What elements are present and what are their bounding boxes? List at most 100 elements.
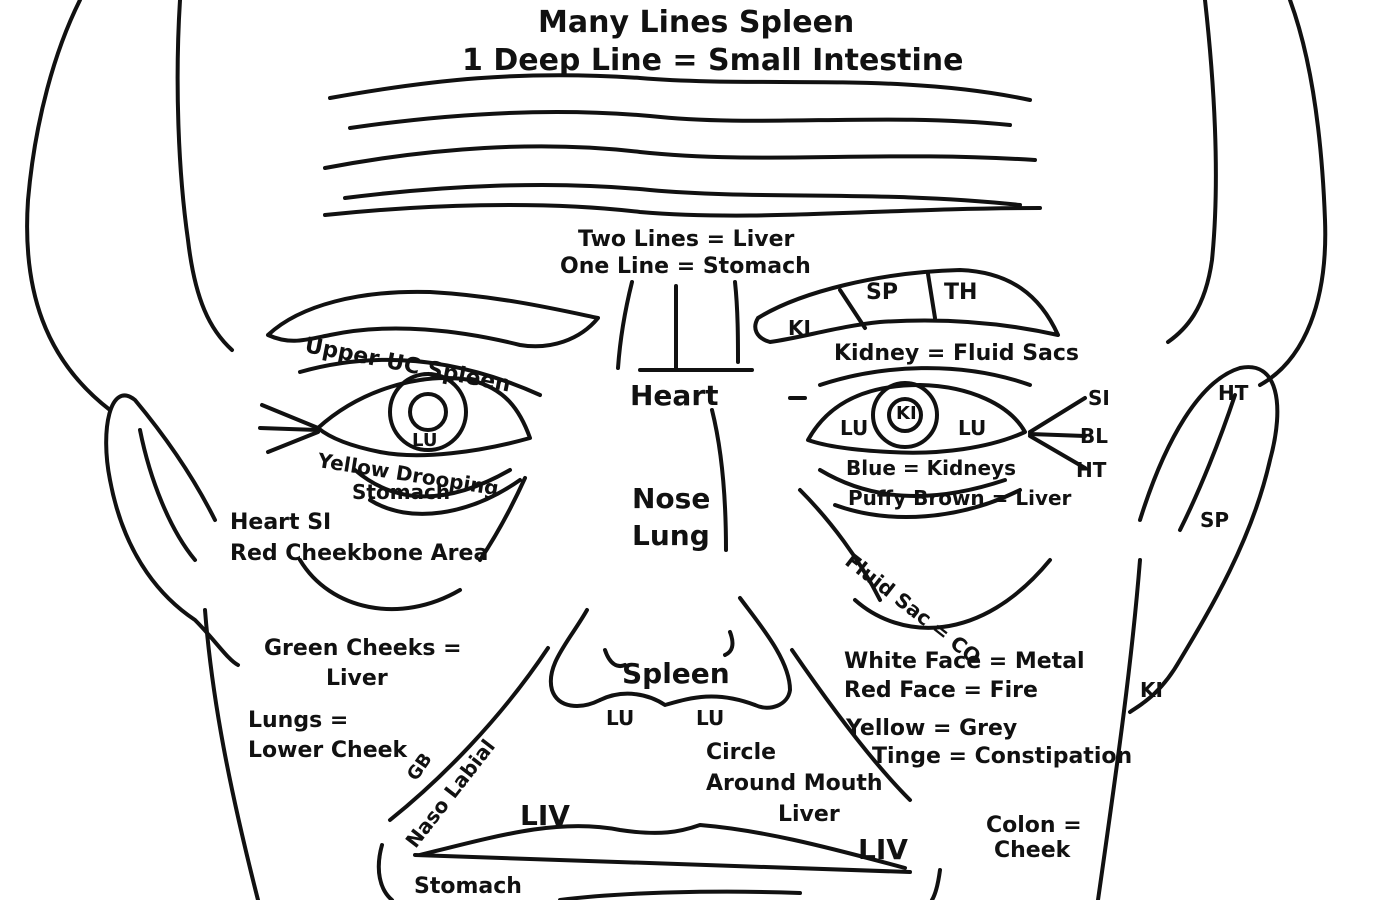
spleen-label: Spleen bbox=[622, 657, 730, 690]
nostril-right bbox=[723, 630, 735, 657]
nose-bridge bbox=[710, 408, 728, 552]
right-pupil bbox=[887, 397, 923, 433]
mouth-liv-right-label: LIV bbox=[858, 833, 908, 866]
right-eye-ray-3 bbox=[1028, 434, 1087, 470]
left-upper-lid-line bbox=[298, 357, 542, 397]
upper-lip bbox=[418, 823, 907, 870]
top-label-line1: Many Lines Spleen bbox=[538, 5, 855, 40]
chin-left bbox=[376, 843, 394, 900]
naso-labial-left bbox=[388, 646, 550, 822]
right-under-eye-2 bbox=[833, 488, 1022, 519]
side-si-label: SI bbox=[1088, 386, 1110, 410]
left-cheek-lungs-line1: Lungs = bbox=[248, 708, 349, 733]
left-eye-lu-label: LU bbox=[412, 430, 438, 451]
mouth-circle-line3: Liver bbox=[778, 802, 840, 827]
left-eye-ray-1 bbox=[260, 403, 320, 430]
glabella-line-left bbox=[616, 280, 634, 370]
right-eye-lu-left-label: LU bbox=[840, 416, 869, 440]
naso-labial-right bbox=[790, 648, 912, 802]
top-label-line2: 1 Deep Line = Small Intestine bbox=[462, 43, 964, 78]
right-cheek-line bbox=[798, 488, 882, 602]
jaw-right bbox=[1096, 558, 1142, 900]
left-eye-ray-2 bbox=[258, 426, 320, 432]
brow-ki-label: KI bbox=[788, 316, 811, 340]
ear-ki-label: KI bbox=[1140, 678, 1163, 702]
right-eyebrow-divider-2 bbox=[926, 272, 937, 320]
right-cheek-red-label: Red Face = Fire bbox=[844, 678, 1038, 703]
brow-label-line2: One Line = Stomach bbox=[560, 254, 811, 279]
nose-label: Nose bbox=[632, 482, 711, 515]
right-iris bbox=[871, 381, 939, 449]
brow-kidney-label: Kidney = Fluid Sacs bbox=[834, 341, 1080, 366]
right-cheek-tinge-label: Tinge = Constipation bbox=[872, 744, 1133, 769]
mouth-circle-line1: Circle bbox=[706, 740, 777, 765]
right-ear bbox=[1128, 365, 1280, 714]
jaw-left bbox=[203, 608, 260, 900]
right-eye-ray-2 bbox=[1028, 432, 1087, 438]
nose-right bbox=[738, 596, 792, 710]
left-ear-inner bbox=[138, 428, 197, 562]
right-eyebrow bbox=[753, 268, 1060, 344]
left-under-eye-2 bbox=[368, 478, 522, 516]
nostril-lu-left-label: LU bbox=[606, 706, 635, 730]
brow-th-label: TH bbox=[944, 280, 978, 305]
forehead-line-4 bbox=[343, 182, 1022, 207]
right-cheek-white-label: White Face = Metal bbox=[844, 649, 1085, 674]
left-cheek-arc bbox=[298, 558, 462, 611]
left-cheek-green-line1: Green Cheeks = bbox=[264, 636, 462, 661]
right-ear-inner bbox=[1178, 393, 1237, 532]
left-cheek-lungs-line2: Lower Cheek bbox=[248, 738, 408, 763]
left-ear bbox=[104, 393, 240, 667]
temple-left bbox=[175, 0, 234, 352]
lip-line bbox=[413, 853, 912, 874]
forehead-line-2 bbox=[348, 110, 1012, 130]
left-pupil bbox=[408, 392, 448, 432]
forehead-line-3 bbox=[323, 144, 1037, 170]
brow-sp-label: SP bbox=[866, 280, 898, 305]
left-eyebrow bbox=[266, 289, 600, 349]
mouth-stomach-label: Stomach bbox=[414, 874, 522, 899]
glabella-line-right bbox=[733, 280, 740, 364]
right-eye-lu-right-label: LU bbox=[958, 416, 987, 440]
right-eyebrow-divider-1 bbox=[838, 288, 867, 330]
left-cheek-line bbox=[478, 476, 527, 562]
side-bl-label: BL bbox=[1080, 424, 1108, 448]
ear-ht-label: HT bbox=[1218, 381, 1249, 405]
nostril-lu-right-label: LU bbox=[696, 706, 725, 730]
right-eye-label-line1: Blue = Kidneys bbox=[846, 456, 1016, 480]
left-eye-ray-3 bbox=[266, 430, 320, 454]
right-cheek-colon-line2: Cheek bbox=[994, 838, 1071, 863]
forehead-line-5 bbox=[323, 203, 1042, 218]
right-cheek-colon-line1: Colon = bbox=[986, 813, 1082, 838]
left-cheek-heart-line2: Red Cheekbone Area bbox=[230, 541, 489, 566]
nostril-left bbox=[603, 648, 627, 669]
right-upper-lid-line bbox=[818, 366, 1032, 387]
left-cheek-green-line2: Liver bbox=[326, 666, 388, 691]
right-eye-label-line2: Puffy Brown = Liver bbox=[848, 486, 1072, 510]
chin-right bbox=[930, 868, 942, 900]
left-iris bbox=[388, 372, 468, 452]
nose-base bbox=[598, 691, 757, 707]
head-outline-left bbox=[25, 0, 112, 412]
temple-right bbox=[1166, 0, 1218, 344]
lower-lip-hint bbox=[558, 889, 802, 900]
side-ht-label: HT bbox=[1076, 458, 1107, 482]
head-outline-right bbox=[1258, 0, 1328, 387]
right-eye-ki-label: KI bbox=[896, 403, 917, 424]
brow-label-line1: Two Lines = Liver bbox=[578, 227, 795, 252]
forehead-line-1 bbox=[328, 73, 1032, 102]
ear-sp-label: SP bbox=[1200, 508, 1230, 532]
nose-left bbox=[548, 608, 602, 708]
mouth-liv-left-label: LIV bbox=[520, 799, 570, 832]
mouth-circle-line2: Around Mouth bbox=[706, 771, 883, 796]
left-under-eye-1 bbox=[353, 468, 512, 499]
right-cheek-yellow-label: Yellow = Grey bbox=[846, 716, 1018, 741]
left-cheek-heart-line1: Heart SI bbox=[230, 510, 332, 535]
right-under-eye-1 bbox=[818, 468, 1007, 498]
left-eye-label-line2: Stomach bbox=[352, 480, 451, 504]
right-eye bbox=[806, 383, 1027, 455]
right-eye-ray-1 bbox=[1028, 396, 1087, 434]
heart-label: Heart bbox=[630, 379, 719, 412]
